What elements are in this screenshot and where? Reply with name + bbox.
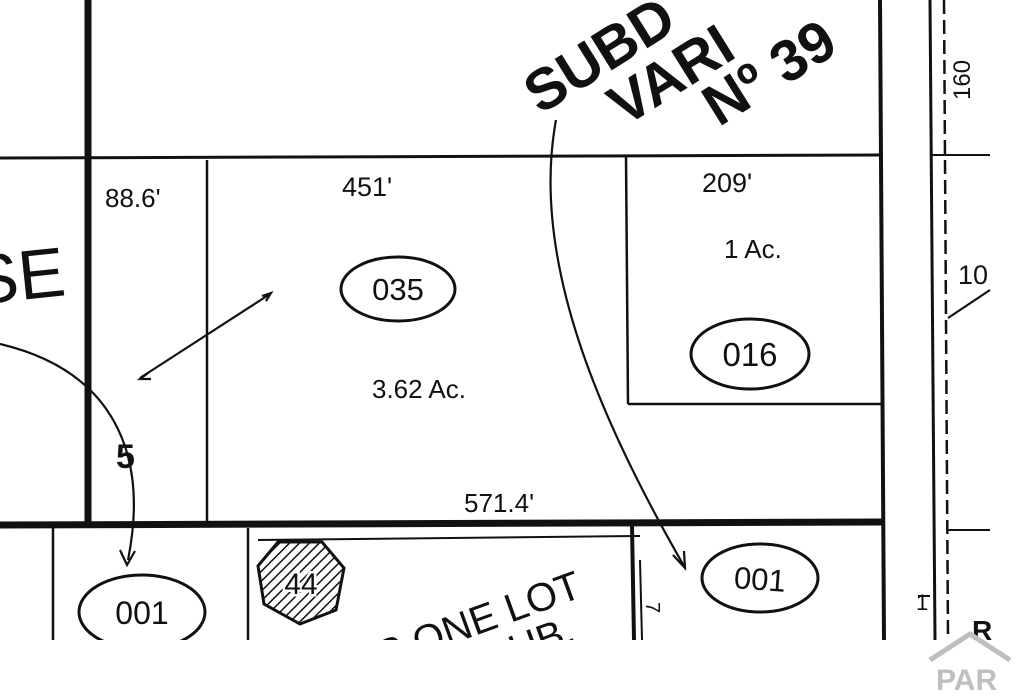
watermark-logo: PAR (928, 631, 1012, 697)
leader-arrow (119, 549, 136, 568)
dimension-right-edge: 160 (949, 60, 976, 100)
right-small-label: 1 (916, 590, 928, 615)
leader-arrow (672, 550, 687, 572)
dimension-top-center: 451' (342, 172, 392, 202)
boundary-line (257, 535, 641, 541)
right-fragment-label: 10 (958, 260, 988, 290)
leader-lines (0, 119, 991, 572)
parcel-035-area: 3.62 Ac. (372, 374, 466, 404)
parcel-oval-016 (689, 317, 811, 391)
parcel-016-number: 016 (722, 336, 777, 373)
leader-arrow (0, 342, 135, 561)
dimension-bottom-center: 571.4' (464, 488, 534, 518)
dimension-arrow (139, 293, 271, 379)
parcel-044-number: 44 (284, 568, 317, 601)
parcel-oval-035 (339, 255, 457, 323)
dimension-top-left: 88.6' (105, 183, 161, 213)
lot-label: 5 (116, 438, 135, 476)
boundary-line (942, 0, 950, 641)
parcel-ovals (77, 255, 820, 651)
parcel-035-number: 035 (372, 272, 424, 307)
boundary-line (0, 518, 885, 529)
parcel-016-area: 1 Ac. (724, 234, 782, 264)
tiny-seven-label: 7 (641, 602, 663, 613)
subdivision-label: SUBD VARI Nº 39 (513, 0, 848, 138)
dimension-arrow (261, 290, 274, 302)
boundary-line (624, 155, 630, 405)
left-fragment-label: SE (0, 232, 69, 319)
dimension-arrow (136, 372, 151, 381)
boundary-line (0, 153, 883, 160)
bottom-margin (0, 640, 1024, 698)
boundary-line (639, 559, 643, 641)
house-icon (928, 631, 1012, 663)
leader-arrow (549, 119, 685, 567)
parcel-001a-number: 001 (115, 595, 168, 631)
boundary-line (630, 525, 636, 641)
parcel-044-marker (256, 540, 346, 626)
leader-arrow (947, 289, 991, 319)
boundary-line (878, 0, 886, 641)
boundary-line (928, 0, 937, 641)
parcel-001b-number: 001 (733, 560, 787, 599)
dimension-top-right: 209' (702, 168, 752, 198)
parcel-boundaries (0, 0, 990, 641)
watermark-text: PAR (936, 664, 997, 697)
parcel-oval-001b (700, 542, 820, 614)
